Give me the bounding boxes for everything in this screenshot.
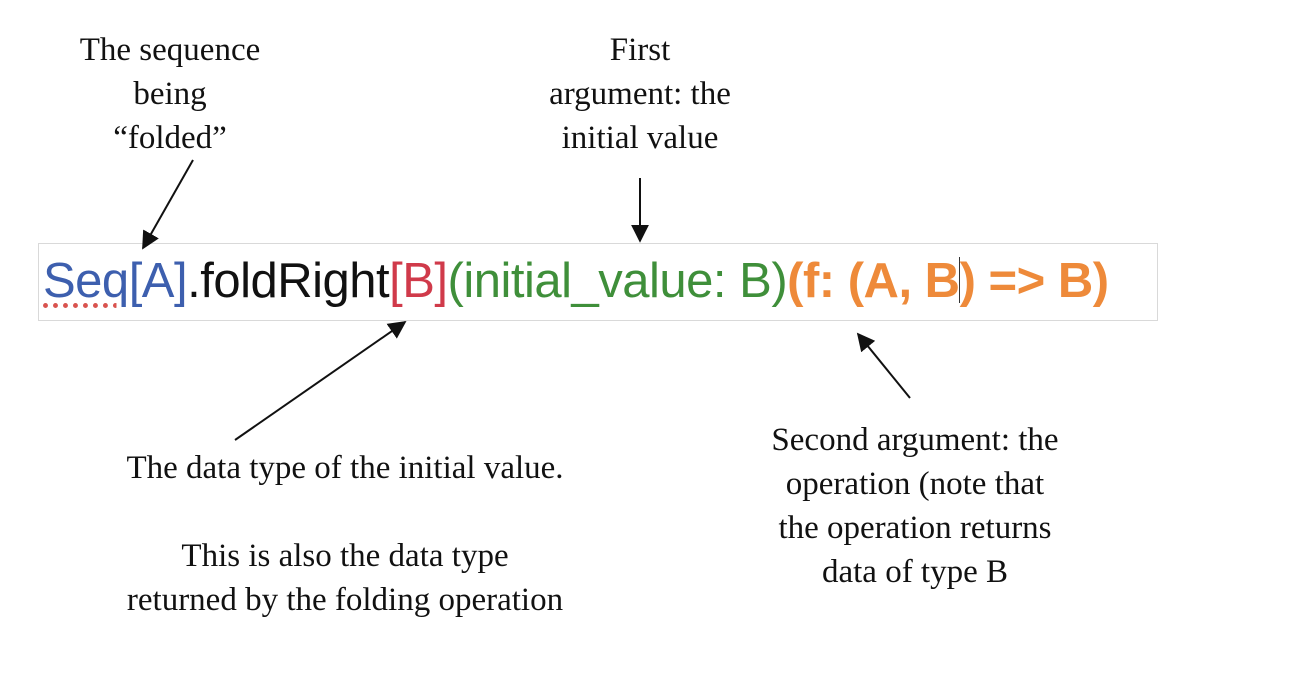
annotation-second-argument-line-2: operation (note that: [785, 466, 1045, 502]
code-operation-arg-start: (f: (A, B: [787, 254, 960, 308]
annotation-first-argument: First argument: the initial value: [500, 28, 780, 160]
annotation-type-param-line-3: returned by the folding operation: [126, 582, 564, 618]
text-cursor: [958, 257, 960, 303]
annotation-type-param-line-2: This is also the data type: [181, 538, 509, 574]
code-method: .foldRight: [187, 254, 390, 308]
code-box: Seq[A].foldRight[B](initial_value: B)(f:…: [38, 243, 1158, 321]
annotation-second-argument-line-1: Second argument: the: [771, 422, 1059, 458]
arrow-to-type-param: [234, 320, 407, 441]
annotation-type-param: The data type of the initial value. This…: [60, 446, 630, 622]
code-initial-value-arg: initial_value: B: [463, 254, 772, 308]
code-operation-arg-end: ) => B): [959, 254, 1109, 308]
annotation-type-param-line-1: The data type of the initial value.: [126, 450, 564, 486]
annotation-sequence: The sequence being “folded”: [30, 28, 310, 160]
annotation-first-argument-line-3: initial value: [561, 120, 719, 156]
annotation-sequence-line-1: The sequence: [79, 32, 261, 68]
code-seq-type: [A]: [128, 254, 188, 308]
annotation-first-argument-line-1: First: [609, 32, 671, 68]
code-seq: Seq[A]: [43, 254, 188, 308]
code-init-open: (: [447, 254, 464, 308]
annotation-second-argument: Second argument: the operation (note tha…: [700, 418, 1130, 594]
annotation-first-argument-line-2: argument: the: [549, 76, 731, 112]
annotation-sequence-line-3: “folded”: [113, 120, 227, 156]
arrow-to-sequence: [142, 159, 194, 250]
arrow-to-operation: [856, 332, 911, 399]
code-init-close: ): [771, 254, 788, 308]
annotation-second-argument-line-4: data of type B: [821, 554, 1009, 590]
code-type-param: [B]: [389, 254, 448, 308]
annotation-second-argument-line-3: the operation returns: [778, 510, 1052, 546]
code-seq-word: Seq: [43, 254, 129, 308]
annotation-sequence-line-2: being: [133, 76, 207, 112]
annotation-type-param-gap: [60, 490, 630, 534]
code-signature: Seq[A].foldRight[B](initial_value: B)(f:…: [43, 250, 1109, 312]
